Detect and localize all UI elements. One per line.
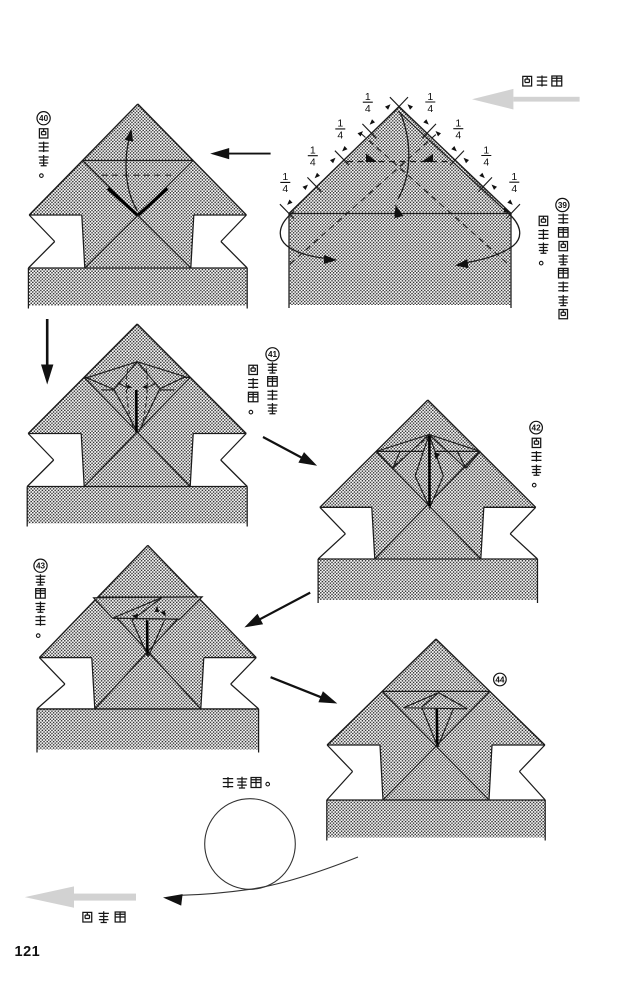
svg-text:44: 44: [495, 675, 505, 684]
svg-text:39: 39: [558, 201, 568, 210]
svg-text:40: 40: [39, 114, 49, 123]
svg-text:121: 121: [15, 944, 41, 960]
svg-text:42: 42: [532, 423, 542, 432]
svg-text:43: 43: [36, 562, 46, 571]
svg-text:41: 41: [268, 350, 278, 359]
